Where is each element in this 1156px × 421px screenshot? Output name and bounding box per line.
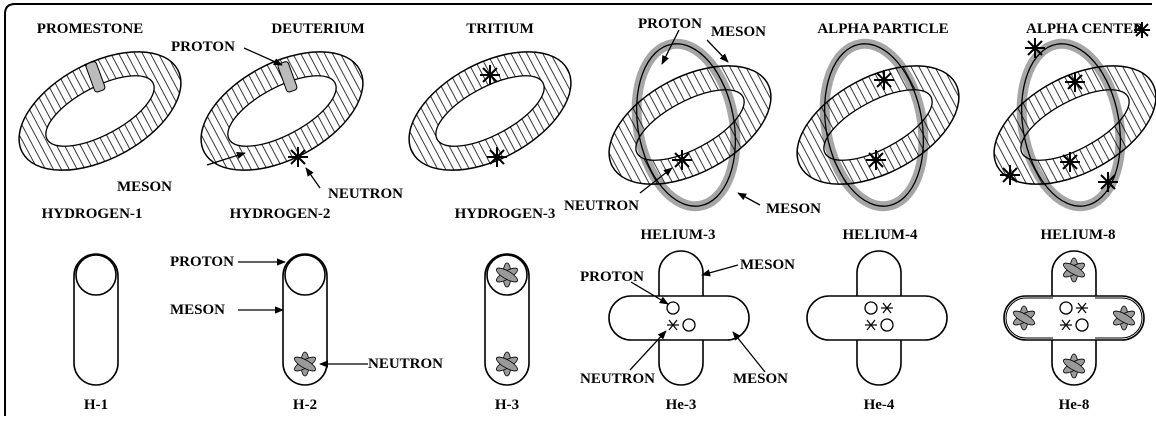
schematic-h3 [485, 254, 529, 385]
name-helium-3: HELIUM-3 [641, 228, 716, 243]
symbol-h2: H-2 [293, 398, 317, 413]
neutron-icon [672, 150, 692, 170]
name-helium-8: HELIUM-8 [1041, 228, 1116, 243]
schematic-h2 [238, 254, 368, 385]
symbol-h3: H-3 [495, 398, 519, 413]
annot-deut-proton: PROTON [171, 40, 235, 55]
name-hydrogen-3: HYDROGEN-3 [455, 207, 556, 222]
title-deuterium: DEUTERIUM [271, 22, 364, 37]
rings-helium-4 [778, 36, 978, 214]
annot-he3d-neutron: NEUTRON [580, 372, 655, 387]
schematic-he8 [1004, 251, 1144, 385]
annot-h2-neutron: NEUTRON [368, 357, 443, 372]
annot-he3d-meson-low: MESON [733, 372, 788, 387]
symbol-he4: He-4 [864, 398, 895, 413]
name-hydrogen-1: HYDROGEN-1 [42, 207, 143, 222]
neutron-icon [288, 147, 308, 167]
ring-tritium [390, 27, 590, 194]
title-tritium: TRITIUM [466, 22, 534, 37]
annot-he3-meson-low: MESON [766, 202, 821, 217]
annot-he3-proton: PROTON [638, 17, 702, 32]
annot-he3d-proton: PROTON [580, 270, 644, 285]
symbol-he8: He-8 [1059, 398, 1090, 413]
annot-h2-proton: PROTON [170, 255, 234, 270]
annot-h2-meson: MESON [170, 303, 225, 318]
name-hydrogen-2: HYDROGEN-2 [230, 207, 331, 222]
annot-deut-meson: MESON [117, 180, 172, 195]
annot-deut-neutron: NEUTRON [328, 187, 403, 202]
title-alpha-center: ALPHA CENTER [1026, 22, 1144, 37]
rings-helium-3 [590, 30, 790, 214]
symbol-he3: He-3 [666, 398, 697, 413]
schematic-he4 [807, 251, 947, 385]
annot-he3-meson: MESON [711, 25, 766, 40]
symbol-h1: H-1 [84, 398, 108, 413]
rings-helium-8 [975, 22, 1156, 214]
title-promestone: PROMESTONE [37, 22, 143, 37]
title-alpha-particle: ALPHA PARTICLE [817, 22, 948, 37]
name-helium-4: HELIUM-4 [843, 228, 918, 243]
schematic-h1 [74, 254, 118, 385]
annot-he3d-meson: MESON [740, 258, 795, 273]
annot-he3-neutron: NEUTRON [564, 199, 639, 214]
